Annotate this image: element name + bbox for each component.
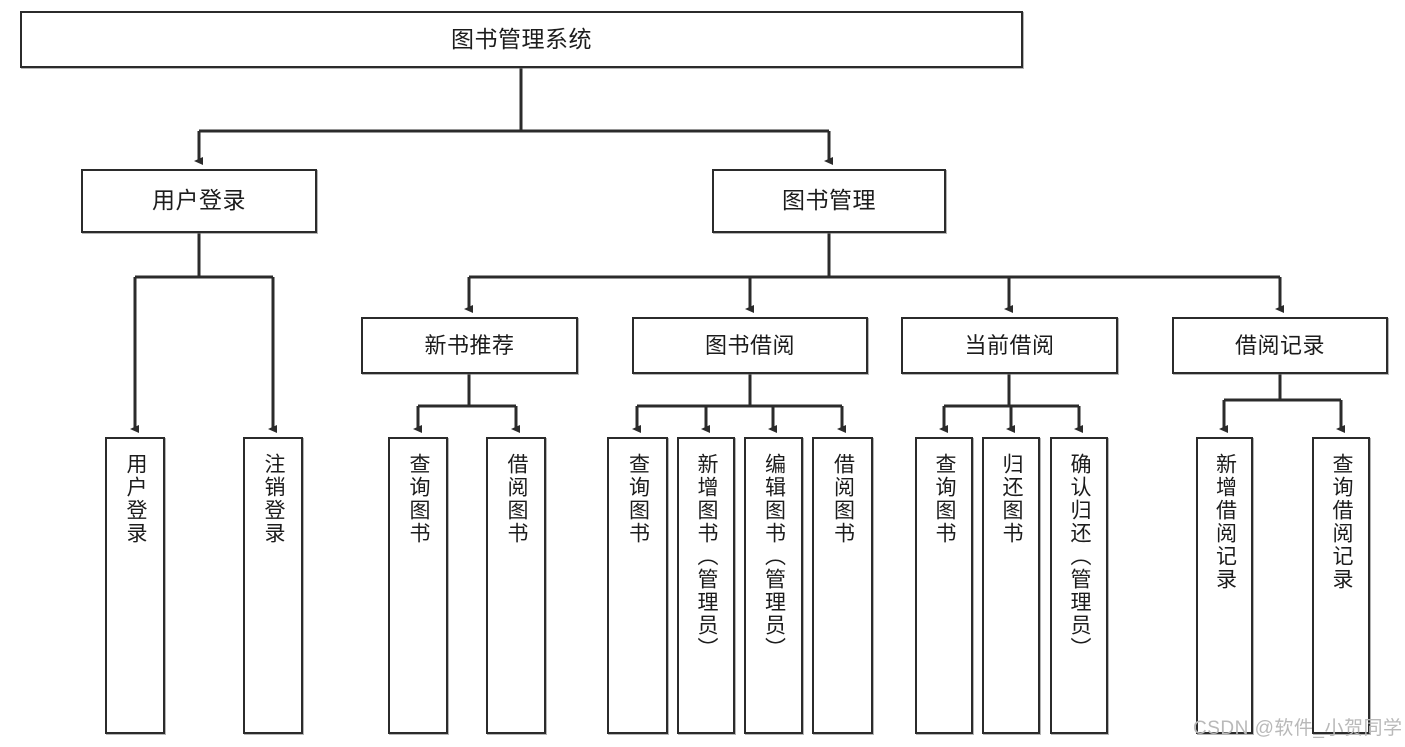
node-leaf-query-record[interactable]: 查询借阅记录 [1312, 437, 1370, 734]
node-leaf-query-book-1[interactable]: 查询图书 [388, 437, 448, 734]
node-leaf-add-book[interactable]: 新增图书（管理员） [677, 437, 735, 734]
node-book-manage[interactable]: 图书管理 [712, 169, 946, 233]
node-leaf-query-book-2-label: 查询图书 [626, 453, 650, 545]
node-leaf-edit-book[interactable]: 编辑图书（管理员） [744, 437, 803, 734]
node-book-borrow[interactable]: 图书借阅 [632, 317, 868, 374]
node-leaf-user-login-label: 用户登录 [124, 453, 148, 545]
node-leaf-add-book-label: 新增图书（管理员） [695, 453, 719, 660]
node-leaf-confirm-return-label: 确认归还（管理员） [1068, 453, 1092, 660]
node-leaf-query-book-1-label: 查询图书 [407, 453, 431, 545]
node-leaf-query-book-3-label: 查询图书 [933, 453, 957, 545]
node-new-book-recommend-label: 新书推荐 [424, 332, 515, 358]
node-leaf-borrow-book-1[interactable]: 借阅图书 [486, 437, 546, 734]
node-leaf-edit-book-label: 编辑图书（管理员） [762, 453, 786, 660]
node-leaf-borrow-book-1-label: 借阅图书 [505, 453, 529, 545]
node-leaf-add-record[interactable]: 新增借阅记录 [1196, 437, 1253, 734]
csdn-watermark: CSDN @软件_小贺同学 [1193, 718, 1403, 739]
node-root[interactable]: 图书管理系统 [20, 11, 1023, 68]
node-borrow-record-label: 借阅记录 [1234, 332, 1325, 358]
node-current-borrow-label: 当前借阅 [964, 332, 1055, 358]
node-leaf-user-logout-label: 注销登录 [262, 453, 286, 545]
node-current-borrow[interactable]: 当前借阅 [901, 317, 1118, 374]
node-user-login-label: 用户登录 [152, 187, 246, 214]
node-leaf-user-login[interactable]: 用户登录 [105, 437, 165, 734]
node-leaf-return-book-label: 归还图书 [1000, 453, 1024, 545]
node-leaf-confirm-return[interactable]: 确认归还（管理员） [1050, 437, 1108, 734]
node-leaf-query-record-label: 查询借阅记录 [1330, 453, 1354, 591]
node-borrow-record[interactable]: 借阅记录 [1172, 317, 1388, 374]
node-leaf-add-record-label: 新增借阅记录 [1213, 453, 1237, 591]
node-new-book-recommend[interactable]: 新书推荐 [361, 317, 578, 374]
node-book-borrow-label: 图书借阅 [704, 332, 795, 358]
node-book-manage-label: 图书管理 [782, 187, 876, 214]
node-leaf-return-book[interactable]: 归还图书 [982, 437, 1040, 734]
node-leaf-borrow-book-2[interactable]: 借阅图书 [812, 437, 873, 734]
node-user-login[interactable]: 用户登录 [81, 169, 317, 233]
node-leaf-borrow-book-2-label: 借阅图书 [831, 453, 855, 545]
node-leaf-user-logout[interactable]: 注销登录 [243, 437, 303, 734]
node-root-label: 图书管理系统 [451, 25, 592, 52]
node-leaf-query-book-3[interactable]: 查询图书 [915, 437, 973, 734]
node-leaf-query-book-2[interactable]: 查询图书 [607, 437, 668, 734]
